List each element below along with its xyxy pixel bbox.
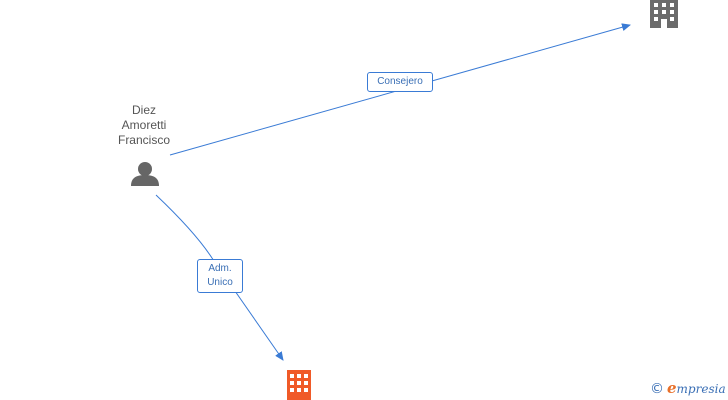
edge-label-consejero: Consejero [367,72,433,92]
building-icon[interactable] [650,0,678,28]
building-icon[interactable] [287,370,311,400]
person-name-line: Amoretti [121,118,167,132]
person-name[interactable]: Diez Amoretti Francisco [100,103,188,148]
edge-label-adm-unico: Adm. Unico [197,259,243,293]
edge-label-line: Unico [207,277,233,288]
person-icon[interactable] [131,162,159,186]
person-name-line: Francisco [117,133,170,147]
empresia-logo[interactable]: ©empresia [650,379,726,397]
brand-initial: e [667,379,677,397]
edge-adm-unico [155,194,284,361]
edge-label-line: Adm. [208,263,232,274]
copyright-icon: © [650,381,664,397]
person-name-line: Diez [131,103,156,117]
brand-rest: mpresia [676,382,726,396]
